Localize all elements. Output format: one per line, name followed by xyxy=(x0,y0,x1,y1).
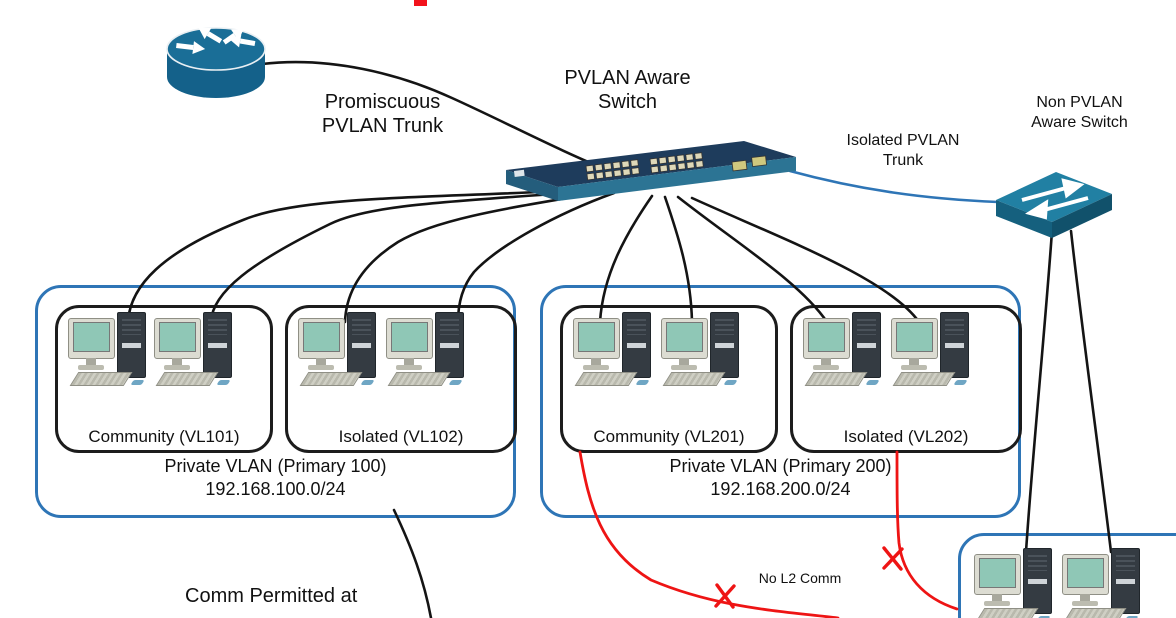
pvlan-100-title: Private VLAN (Primary 100) xyxy=(164,456,387,476)
pvlan-200-title: Private VLAN (Primary 200) xyxy=(669,456,892,476)
desktop-pc-icon xyxy=(891,310,975,394)
community-vl201-label: Community (VL201) xyxy=(593,427,745,446)
desktop-pc-icon xyxy=(573,310,657,394)
router-icon xyxy=(166,27,266,98)
pvlan-100-subnet: 192.168.100.0/24 xyxy=(205,479,346,499)
isolated-vl202-label: Isolated (VL202) xyxy=(843,427,969,446)
comm-permitted-label: Comm Permitted at xyxy=(185,585,358,607)
blocked-x-2 xyxy=(882,546,904,571)
red-cursor-artifact xyxy=(414,0,427,6)
workgroup-switch-icon xyxy=(996,172,1112,238)
non-pvlan-hosts-group xyxy=(958,533,1176,618)
desktop-pc-icon xyxy=(68,310,152,394)
desktop-pc-icon xyxy=(661,310,745,394)
pvlan-200-subnet: 192.168.200.0/24 xyxy=(710,479,851,499)
link-nonpvlan-host-a xyxy=(1024,229,1054,554)
desktop-pc-icon xyxy=(298,310,382,394)
promiscuous-trunk-label: Promiscuous PVLAN Trunk xyxy=(321,91,444,138)
non-pvlan-switch-label: Non PVLAN Aware Switch xyxy=(1031,94,1128,131)
desktop-pc-icon xyxy=(974,546,1058,618)
no-l2-comm-label: No L2 Comm xyxy=(758,570,842,586)
desktop-pc-icon xyxy=(386,310,470,394)
desktop-pc-icon xyxy=(1062,546,1146,618)
link-nonpvlan-host-b xyxy=(1069,229,1113,554)
pvlan-switch-label: PVLAN Aware Switch xyxy=(564,67,691,114)
desktop-pc-icon xyxy=(154,310,238,394)
isolated-vl102-label: Isolated (VL102) xyxy=(338,427,464,446)
switch-24port-icon xyxy=(506,141,796,201)
community-vl101-label: Community (VL101) xyxy=(88,427,240,446)
isolated-trunk-label: Isolated PVLAN Trunk xyxy=(846,132,960,169)
link-isolated-trunk xyxy=(788,169,1000,204)
blocked-x-1 xyxy=(714,583,736,609)
desktop-pc-icon xyxy=(803,310,887,394)
